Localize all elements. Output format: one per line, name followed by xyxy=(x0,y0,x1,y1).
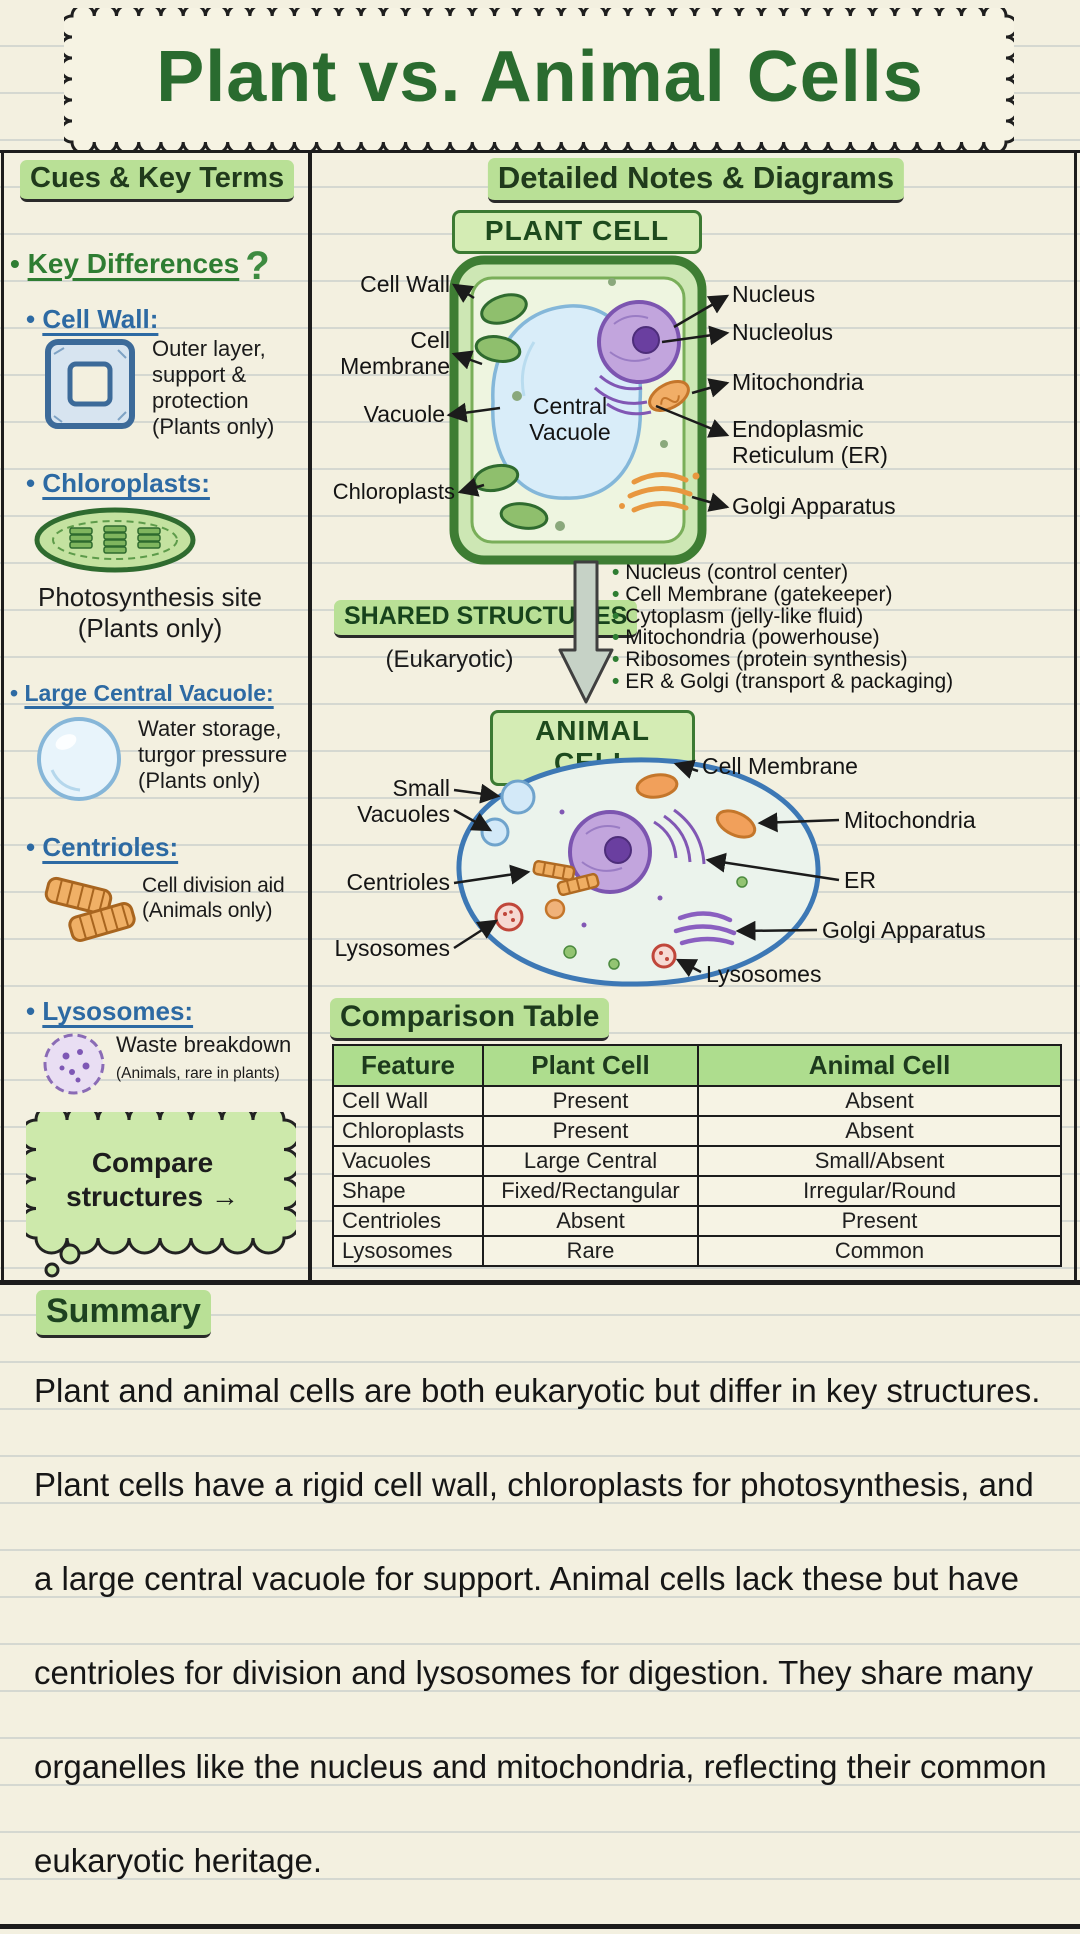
summary-heading: Summary xyxy=(36,1290,211,1338)
vacuole-icon xyxy=(37,717,121,801)
label-cell-membrane: Cell Membrane xyxy=(340,327,450,379)
cues-heading: Cues & Key Terms xyxy=(20,160,295,202)
label-vacuole: Vacuole xyxy=(363,401,445,427)
page-title: Plant vs. Animal Cells xyxy=(156,37,924,117)
plant-cell-diagram: Cell Wall Cell Membrane Vacuole Chloropl… xyxy=(312,254,1072,568)
cue-term-cell-wall: Cell Wall: xyxy=(26,304,158,335)
shared-item: Cell Membrane (gatekeeper) xyxy=(612,583,1077,606)
centrioles-icon xyxy=(44,876,136,942)
cues-column: Cues & Key Terms Key Differences? Cell W… xyxy=(0,152,310,1282)
animal-label-arrows xyxy=(453,759,840,977)
col-header-plant: Plant Cell xyxy=(482,1044,699,1087)
cell-wall-icon xyxy=(45,339,135,429)
comparison-table: Feature Plant Cell Animal Cell Cell Wall… xyxy=(332,1044,1062,1267)
divider-bottom xyxy=(0,1924,1080,1929)
label-mitochondria: Mitochondria xyxy=(732,369,864,395)
label-lysosomes-left: Lysosomes xyxy=(334,935,450,961)
label-nucleus: Nucleus xyxy=(732,281,816,307)
mitochondria-shapes xyxy=(635,773,757,839)
plant-cell-drawing xyxy=(446,255,730,565)
chloroplast-icon xyxy=(34,507,196,573)
divider-columns xyxy=(308,151,312,1281)
animal-cell-drawing xyxy=(453,757,840,987)
table-row: Lysosomes Rare Common xyxy=(332,1235,1062,1267)
ribosome-dots xyxy=(512,278,668,531)
cue-desc-lysosomes: Waste breakdown (Animals, rare in plants… xyxy=(116,1032,292,1082)
shared-structures-subtitle: (Eukaryotic) xyxy=(385,646,514,673)
label-er: ER xyxy=(844,867,876,893)
cues-heading-text: Cues & Key Terms xyxy=(20,160,295,202)
chloroplast-shapes xyxy=(472,293,549,530)
table-row: Chloroplasts Present Absent xyxy=(332,1115,1062,1147)
label-golgi: Golgi Apparatus xyxy=(732,493,896,519)
cue-term-vacuole: Large Central Vacuole: xyxy=(10,680,273,707)
notes-heading: Detailed Notes & Diagrams xyxy=(487,158,905,203)
label-lysosomes-right: Lysosomes xyxy=(706,961,822,987)
cue-desc-centrioles: Cell division aid (Animals only) xyxy=(142,874,285,922)
title-cloud-border xyxy=(64,8,1014,152)
table-row: Cell Wall Present Absent xyxy=(332,1085,1062,1117)
thought-cloud xyxy=(26,1112,296,1278)
er-shape xyxy=(593,374,652,416)
label-cell-membrane: Cell Membrane xyxy=(702,753,858,779)
divider-right-edge xyxy=(1074,151,1077,1281)
animal-cell-diagram: Small Vacuoles Centrioles Lysosomes Cell… xyxy=(312,750,1074,995)
shared-item: Nucleus (control center) xyxy=(612,562,1077,584)
label-cell-wall: Cell Wall xyxy=(360,271,450,297)
plant-cell-header: PLANT CELL xyxy=(452,210,702,254)
question-mark-icon: ? xyxy=(245,244,270,288)
shared-structures-list: Nucleus (control center) Cell Membrane (… xyxy=(612,562,1077,693)
cue-term-lysosomes: Lysosomes: xyxy=(26,996,193,1027)
table-row: Shape Fixed/Rectangular Irregular/Round xyxy=(332,1175,1062,1207)
nucleus-shape xyxy=(568,810,652,894)
cue-term-centrioles: Centrioles: xyxy=(26,832,178,863)
cue-desc-lysosomes-note: (Animals, rare in plants) xyxy=(116,1064,280,1082)
comparison-table-heading: Comparison Table xyxy=(330,998,610,1041)
label-golgi: Golgi Apparatus xyxy=(822,917,986,943)
golgi-shape xyxy=(619,472,700,513)
label-er: Endoplasmic Reticulum (ER) xyxy=(732,416,888,468)
table-row: Centrioles Absent Present xyxy=(332,1205,1062,1237)
table-row: Vacuoles Large Central Small/Absent xyxy=(332,1145,1062,1177)
divider-summary xyxy=(0,1280,1080,1285)
shared-item: Cytoplasm (jelly-like fluid) xyxy=(612,605,1077,628)
label-mitochondria: Mitochondria xyxy=(844,807,976,833)
label-central-vacuole: Central Vacuole xyxy=(529,393,611,445)
centriole-shapes xyxy=(532,860,600,897)
notes-heading-text: Detailed Notes & Diagrams xyxy=(487,158,905,203)
table-header-row: Feature Plant Cell Animal Cell xyxy=(332,1044,1062,1087)
notes-column: Detailed Notes & Diagrams PLANT CELL xyxy=(312,152,1080,1282)
lysosome-shapes xyxy=(494,898,677,969)
cue-desc-vacuole: Water storage, turgor pressure (Plants o… xyxy=(138,716,288,793)
shared-item: Ribosomes (protein synthesis) xyxy=(612,649,1077,671)
summary-text: Plant and animal cells are both eukaryot… xyxy=(34,1372,1047,1879)
er-shape xyxy=(653,808,706,865)
col-header-feature: Feature xyxy=(332,1044,484,1087)
label-chloroplasts: Chloroplasts xyxy=(332,479,455,504)
down-arrow-icon xyxy=(558,560,614,704)
shared-item: ER & Golgi (transport & packaging) xyxy=(612,671,1077,693)
key-differences-heading: Key Differences? xyxy=(10,244,270,289)
cytoplasm-dots xyxy=(559,809,748,970)
shared-item: Mitochondria (powerhouse) xyxy=(612,627,1077,649)
golgi-shape xyxy=(673,911,737,946)
col-header-animal: Animal Cell xyxy=(697,1044,1062,1087)
label-centrioles: Centrioles xyxy=(346,869,450,895)
divider-left-edge xyxy=(1,151,4,1281)
label-nucleolus: Nucleolus xyxy=(732,319,833,345)
divider-top xyxy=(0,150,1080,153)
mitochondrion-shape xyxy=(648,380,690,412)
plant-label-arrows xyxy=(446,283,730,512)
cue-desc-cell-wall: Outer layer, support & protection (Plant… xyxy=(152,336,275,439)
cue-term-chloroplasts: Chloroplasts: xyxy=(26,468,210,499)
lysosome-icon xyxy=(43,1033,105,1095)
nucleus-shape xyxy=(597,300,681,384)
cue-desc-chloroplasts: Photosynthesis site (Plants only) xyxy=(37,582,262,643)
label-small-vacuoles: Small Vacuoles xyxy=(357,775,450,827)
thought-cloud-text: Compare structures → xyxy=(66,1147,239,1212)
